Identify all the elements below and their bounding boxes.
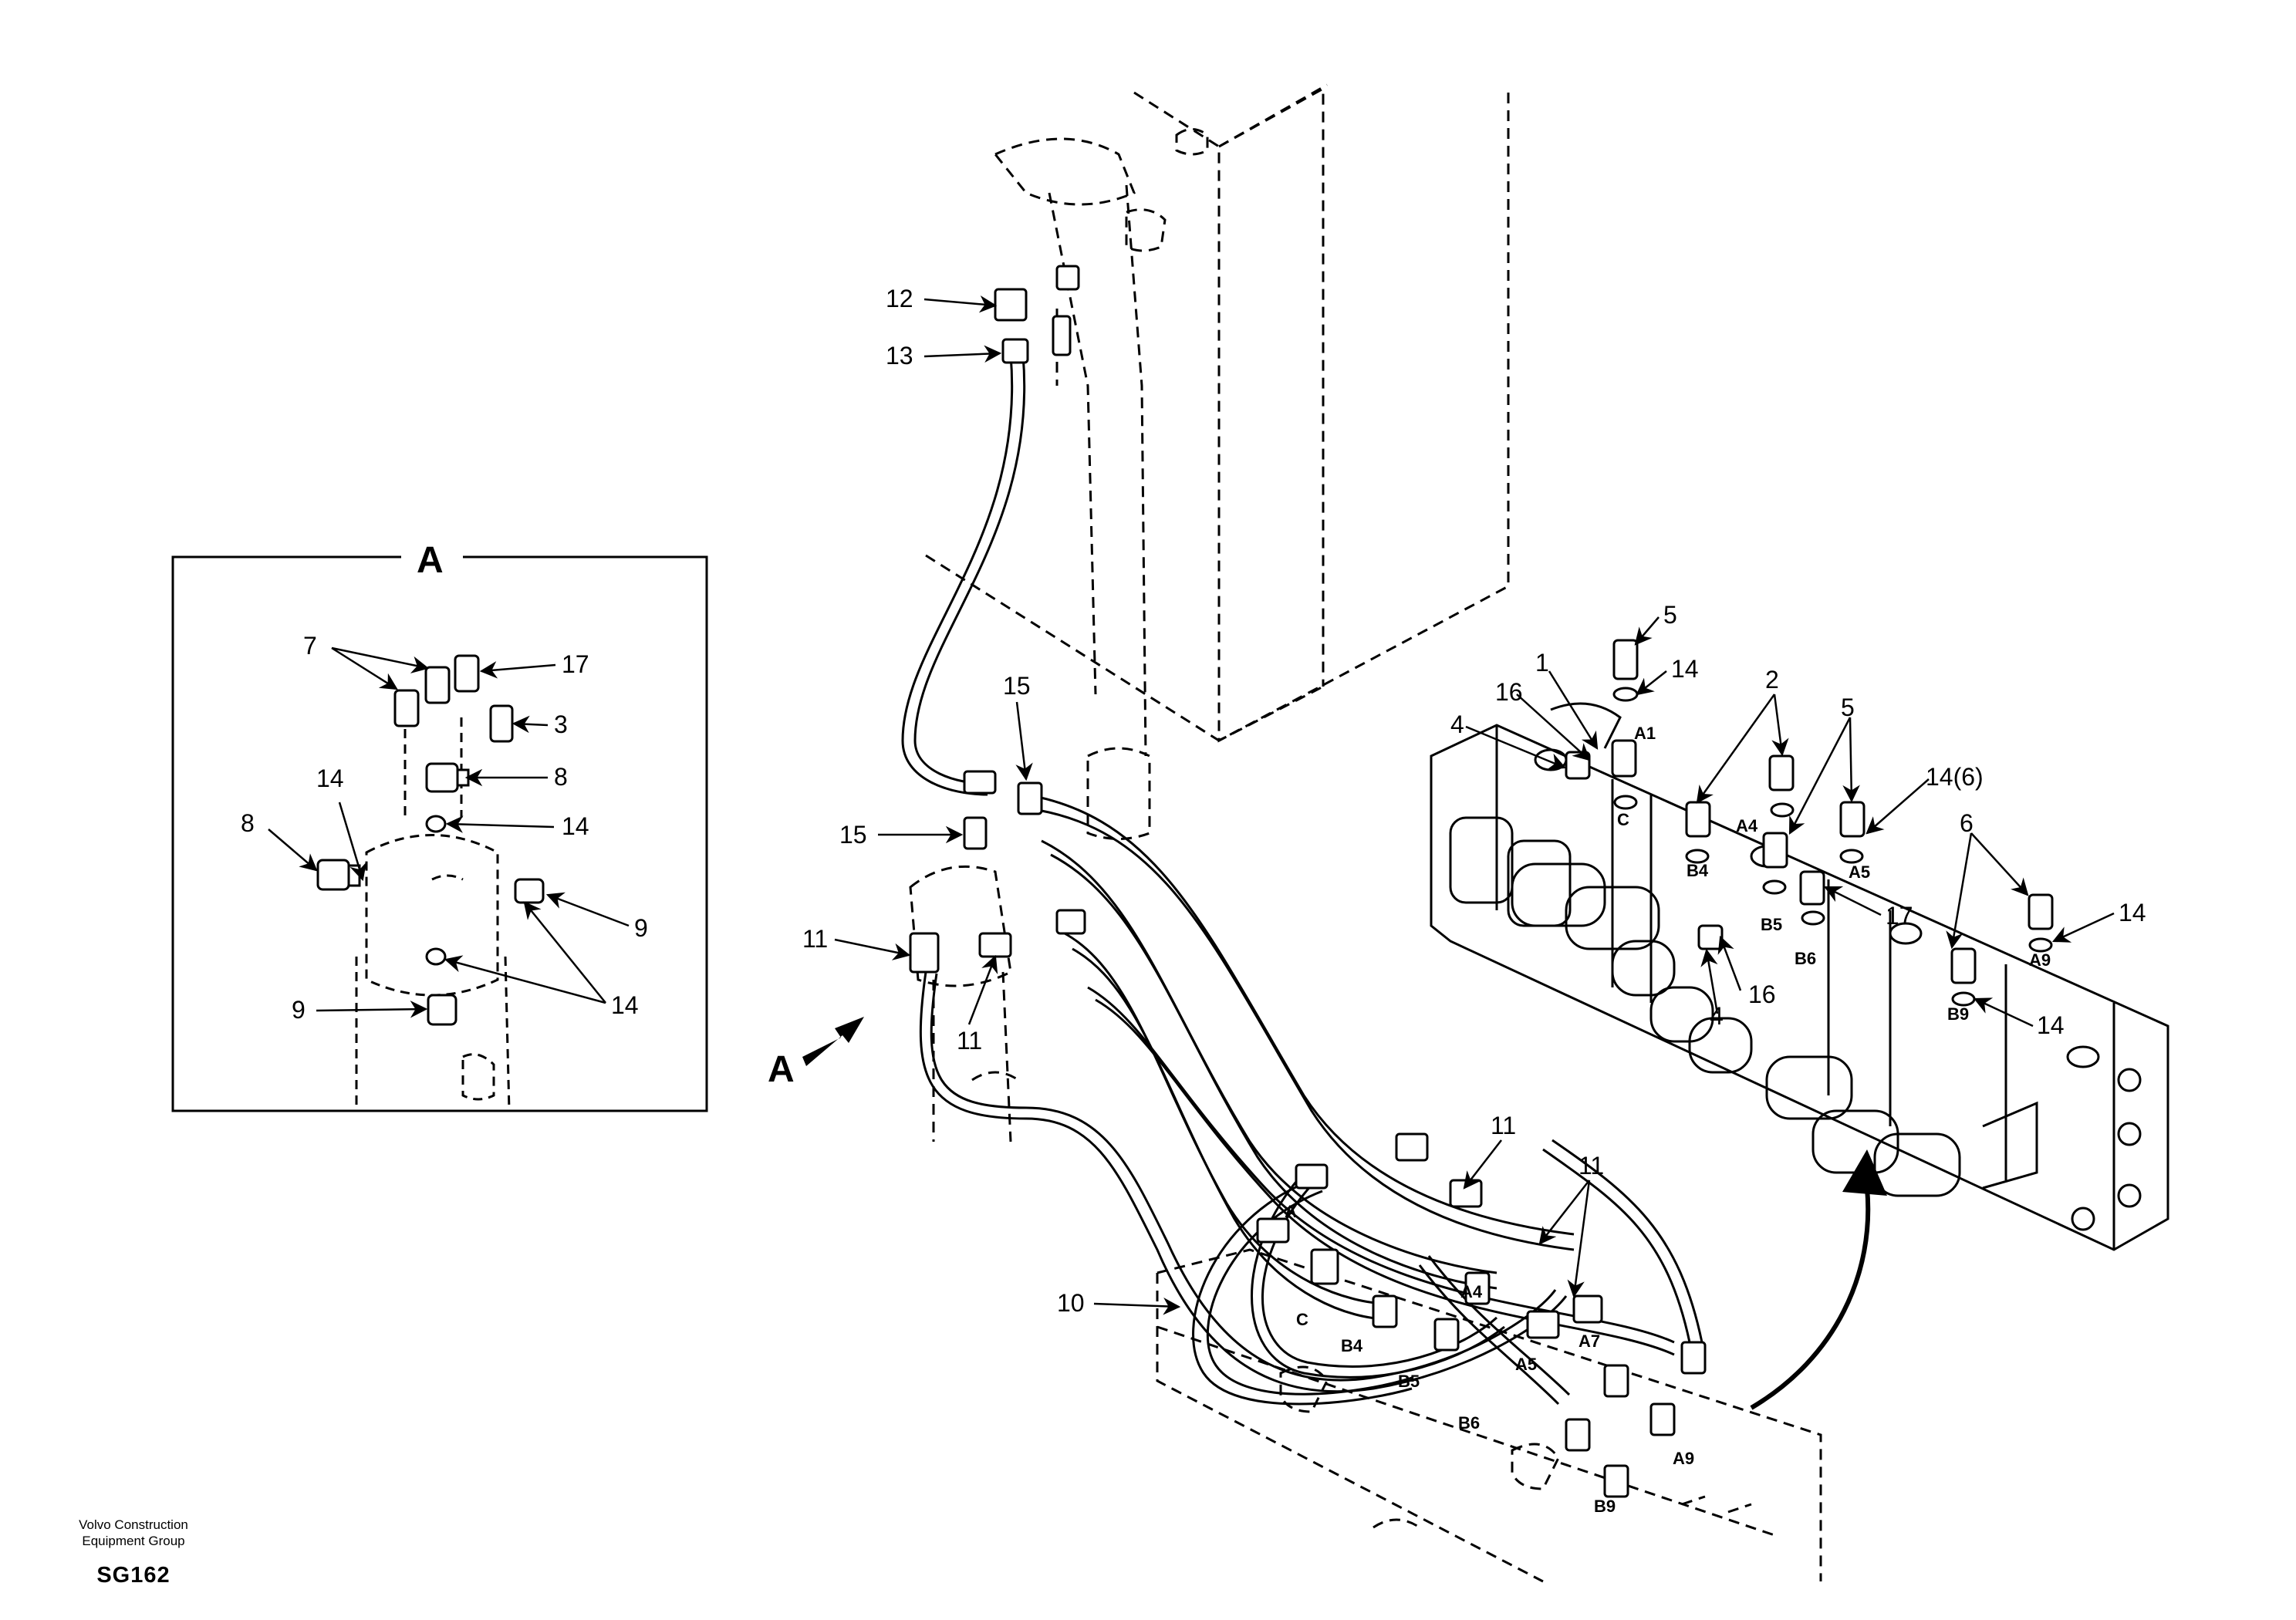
callout-3: 3 [554,710,568,738]
port-b6: B6 [1458,1413,1480,1433]
port-a4: A4 [1460,1282,1483,1301]
transfer-arrow [1750,1187,1871,1410]
hose-set [901,354,1703,1406]
drawing-code: SG162 [96,1563,171,1588]
callout-15-top: 15 [1003,672,1031,700]
callout-9: 9 [292,996,306,1024]
callout-13: 13 [886,342,913,370]
callout-10: 10 [1057,1289,1085,1317]
org-line-1: Volvo Construction [79,1517,188,1532]
port-a7: A7 [1578,1331,1600,1351]
callout-17: 17 [562,650,589,678]
control-valve [1430,702,2169,1251]
footer-credit: Volvo Construction Equipment Group SG162 [45,1517,222,1588]
callout-14: 14 [316,764,344,792]
valve-callout-16-low: 16 [1748,980,1776,1008]
valve-port-b6: B6 [1795,949,1816,968]
valve-callout-2: 2 [1765,666,1779,694]
valve-port-a4: A4 [1736,816,1758,835]
port-c: C [1296,1310,1308,1329]
valve-port-a1: A1 [1634,724,1656,743]
valve-callout-5-top: 5 [1663,601,1677,629]
view-direction-arrow [802,1017,864,1066]
valve-port-a9: A9 [2029,950,2051,970]
inset-view-letter: A [417,540,444,581]
valve-port-b4: B4 [1687,861,1709,880]
valve-port-c: C [1617,810,1629,829]
valve-callout-4-top: 4 [1450,710,1464,738]
valve-callout-14-right: 14 [2119,899,2146,926]
boom-structure-dashed [909,83,1822,1583]
valve-port-b9: B9 [1947,1004,1969,1024]
port-a9: A9 [1673,1449,1694,1468]
valve-port-a5: A5 [1849,862,1870,882]
valve-callout-14-low: 14 [2037,1011,2065,1039]
callout-15-side: 15 [839,821,867,849]
valve-callout-17: 17 [1886,902,1913,930]
valve-callout-14-top: 14 [1671,655,1699,683]
callout-11-left: 11 [802,925,828,953]
detail-view-a: A [171,540,708,1112]
valve-callout-1: 1 [1535,649,1549,677]
valve-callout-6: 6 [1960,809,1974,837]
callout-7: 7 [303,632,317,660]
callout-11-mid: 11 [957,1027,982,1055]
port-b9: B9 [1594,1497,1616,1516]
port-b5: B5 [1398,1372,1420,1391]
port-a5: A5 [1515,1355,1537,1374]
callout-12: 12 [886,285,913,312]
valve-callout-16-top: 16 [1495,678,1523,706]
valve-port-b5: B5 [1761,915,1782,934]
callout-8: 8 [241,809,255,837]
valve-callout-4-low: 4 [1710,1002,1724,1030]
org-line-2: Equipment Group [82,1534,185,1548]
port-a: A [1285,1202,1297,1221]
view-arrow-letter: A [768,1049,795,1090]
valve-callout-14-6: 14(6) [1926,763,1984,791]
callout-9: 9 [634,914,648,942]
callout-11-right-b: 11 [1578,1152,1604,1180]
callout-14: 14 [611,991,639,1019]
callout-8: 8 [554,763,568,791]
valve-callout-5-mid: 5 [1841,694,1855,721]
hose-fittings [909,265,1707,1498]
port-b4: B4 [1341,1336,1363,1355]
callout-14: 14 [562,812,589,840]
callout-11-right-a: 11 [1491,1112,1516,1139]
